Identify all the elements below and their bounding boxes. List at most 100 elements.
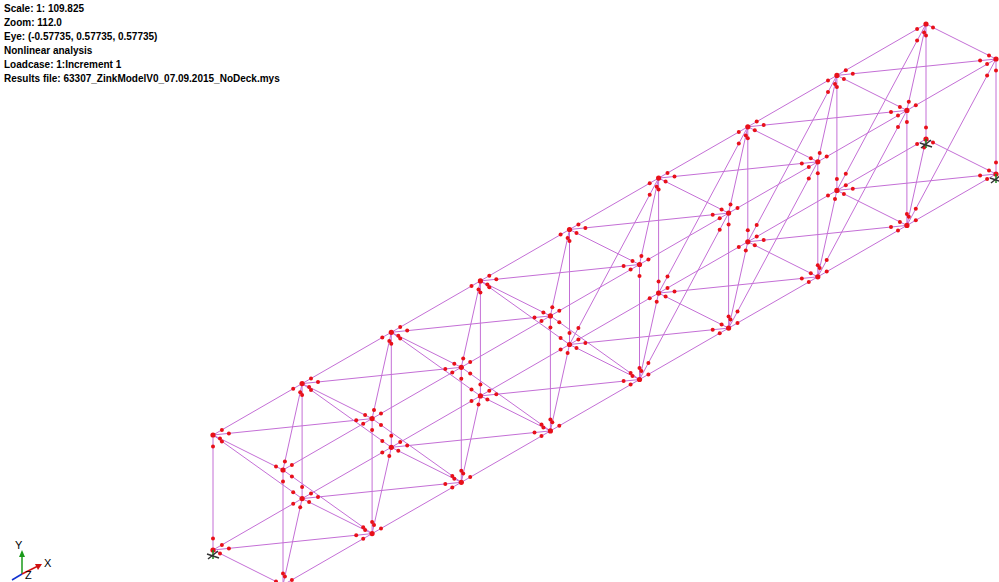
mesh-node (379, 412, 383, 416)
axis-label: X (44, 557, 51, 570)
mesh-node (309, 377, 313, 381)
mesh-node (737, 130, 741, 134)
mesh-node (923, 21, 928, 26)
mesh-node (290, 463, 294, 467)
z-axis-arrow (12, 574, 22, 580)
mesh-node (639, 254, 643, 258)
mesh-node (720, 323, 724, 327)
mesh-node (753, 128, 757, 132)
header-info: Scale: 1: 109.825 (4, 2, 84, 15)
truss-member (302, 384, 372, 419)
mesh-node (729, 318, 733, 322)
mesh-node (896, 229, 900, 233)
mesh-node (985, 177, 989, 181)
mesh-node (354, 418, 358, 422)
mesh-node (576, 326, 580, 330)
mesh-node (281, 480, 285, 484)
truss-member (213, 550, 283, 582)
mesh-node (762, 123, 766, 127)
mesh-node (290, 474, 294, 478)
mesh-node (842, 192, 846, 196)
mesh-node (443, 367, 447, 371)
truss-member (837, 75, 907, 110)
mesh-node (745, 124, 750, 129)
mesh-node (726, 326, 731, 331)
mesh-node (914, 207, 918, 211)
mesh-node (762, 238, 766, 242)
truss-member (283, 384, 302, 470)
mesh-node (639, 369, 643, 373)
mesh-node (807, 165, 811, 169)
truss-member (550, 316, 639, 380)
mesh-node (541, 310, 545, 314)
mesh-node (280, 467, 285, 472)
truss-member (461, 396, 480, 482)
mesh-node (907, 100, 911, 104)
mesh-node (290, 578, 294, 582)
truss-member (550, 345, 569, 431)
mesh-node (638, 274, 642, 278)
mesh-node (370, 428, 374, 432)
mesh-node (387, 339, 391, 343)
mesh-node (540, 423, 544, 427)
mesh-node (459, 480, 464, 485)
truss-member (818, 75, 837, 161)
truss-member (640, 213, 729, 379)
mesh-node (744, 133, 748, 137)
mesh-node (915, 27, 919, 31)
mesh-node (745, 239, 750, 244)
truss-member (480, 281, 481, 396)
truss-member (461, 367, 550, 431)
axis-label: Y (15, 539, 22, 552)
mesh-node (210, 432, 215, 437)
mesh-node (673, 290, 677, 294)
truss-member (213, 435, 302, 499)
mesh-node (450, 370, 454, 374)
truss-member (283, 470, 284, 582)
mesh-node (211, 537, 215, 541)
mesh-node (744, 248, 748, 252)
mesh-node (922, 31, 926, 35)
truss-member (639, 265, 640, 380)
header-info: Nonlinear analysis (4, 44, 92, 57)
mesh-nodes (210, 21, 998, 582)
mesh-node (807, 176, 811, 180)
mesh-node (468, 372, 472, 376)
mesh-node (720, 208, 724, 212)
truss-member (391, 332, 480, 396)
truss-member (926, 24, 927, 139)
mesh-node (361, 422, 365, 426)
mesh-node (576, 337, 580, 341)
mesh-node (459, 365, 464, 370)
mesh-node (718, 331, 722, 335)
truss-member (302, 499, 372, 534)
truss-member (836, 75, 837, 190)
mesh-node (978, 174, 982, 178)
mesh-node (718, 216, 722, 220)
truss-member (658, 178, 659, 293)
mesh-node (815, 159, 820, 164)
support-symbol (991, 175, 999, 183)
mesh-node (924, 126, 928, 130)
mesh-node (711, 328, 715, 332)
mesh-node (629, 371, 633, 375)
mesh-node (494, 277, 498, 281)
truss-member (907, 139, 926, 225)
mesh-node (629, 383, 633, 387)
mesh-node (898, 220, 902, 224)
truss-member (729, 127, 748, 213)
mesh-node (533, 431, 537, 435)
mesh-node (548, 428, 553, 433)
mesh-node (459, 377, 463, 381)
mesh-node (729, 203, 733, 207)
mesh-node (987, 169, 991, 173)
mesh-node (283, 459, 287, 463)
mesh-node (656, 291, 661, 296)
truss-member (480, 281, 569, 345)
truss-member (213, 435, 214, 550)
mesh-node (736, 321, 740, 325)
mesh-node (307, 500, 311, 504)
mesh-node (718, 228, 722, 232)
truss-member (480, 396, 550, 431)
